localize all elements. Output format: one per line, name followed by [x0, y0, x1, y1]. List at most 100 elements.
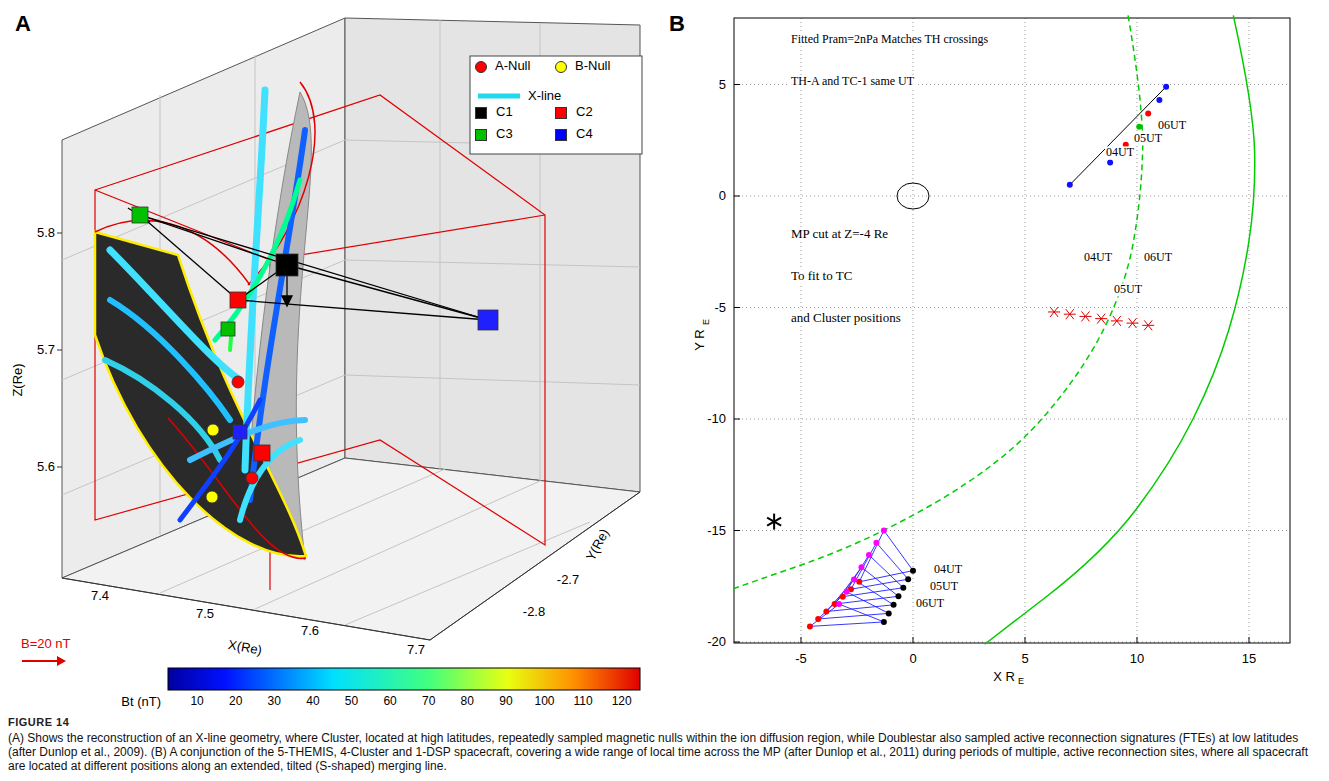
plot-mark [734, 419, 740, 420]
legend-text: B-Null [575, 59, 610, 73]
plot-label: 05UT [929, 580, 959, 593]
plot-mark [840, 594, 846, 600]
plot-mark [734, 419, 1290, 420]
plot-mark [1050, 307, 1058, 317]
plot-label: 04UT [933, 563, 963, 576]
plot-label: 7.6 [300, 624, 320, 638]
plot-label: -5 [713, 300, 727, 314]
plot-label: Y R [693, 328, 707, 351]
plot-mark [1081, 311, 1089, 321]
plot-mark [1070, 87, 1166, 185]
plot-label: E [702, 318, 712, 326]
cluster-tracks [807, 528, 916, 630]
plot-mark [801, 637, 802, 643]
earth [897, 183, 929, 209]
plot-label: TH-A and TC-1 same UT [790, 75, 915, 88]
plot-mark [1156, 97, 1162, 103]
plot-label: -10 [706, 412, 727, 426]
plot-label: X R [992, 670, 1016, 684]
plot-mark [1145, 110, 1151, 116]
plot-mark [1163, 84, 1169, 90]
plot-mark [734, 307, 740, 308]
plot-label: 06UT [1143, 251, 1173, 264]
plot-mark [734, 642, 1290, 643]
plot-mark [810, 604, 884, 626]
plot-label: 05UT [1113, 283, 1143, 296]
plot-label: 7.4 [90, 589, 110, 603]
plot-label: 05UT [1133, 132, 1163, 145]
plot-mark [801, 18, 802, 643]
plot-label: 60 [382, 695, 397, 708]
legend-frame [470, 56, 642, 154]
plot-label: 110 [573, 695, 594, 708]
legend-text: X-line [528, 89, 561, 103]
plot-label: -20 [706, 635, 727, 649]
plot-label: -5 [794, 652, 808, 666]
plot-label: -2.7 [556, 573, 580, 587]
legend-text: C3 [496, 127, 513, 141]
plot-label: MP cut at Z=-4 Re [790, 227, 889, 241]
legend-text: C4 [576, 127, 593, 141]
plot-label: 06UT [1157, 119, 1187, 132]
plot-mark [1050, 307, 1058, 317]
plot-mark [873, 540, 879, 546]
plot-label: A [14, 12, 32, 36]
plot-mark [1137, 18, 1138, 643]
plot-mark [1129, 318, 1137, 328]
plot-mark [1137, 637, 1138, 643]
legend-swatch [555, 61, 567, 73]
plot-mark [734, 84, 740, 85]
plot-label: 50 [344, 695, 359, 708]
current-sheet [95, 82, 315, 560]
figure-caption: (A) Shows the reconstruction of an X-lin… [8, 731, 1320, 773]
plot-mark [891, 602, 897, 608]
plot-mark [910, 568, 916, 574]
plot-mark [807, 623, 813, 629]
plot-mark [1113, 316, 1121, 326]
plot-mark [913, 18, 914, 643]
plot-mark [1249, 637, 1250, 643]
plot-label: 5.8 [36, 226, 56, 240]
plot-label: 04UT [1105, 146, 1135, 159]
plot-mark [1097, 314, 1105, 324]
plot-mark [851, 577, 857, 583]
plot-label: 5.6 [36, 460, 56, 474]
plot-mark [767, 518, 781, 526]
red-bounding-box [95, 95, 545, 590]
plot-label: B [668, 12, 686, 36]
legend-swatch [475, 61, 487, 73]
figure-title: FIGURE 14 [8, 716, 69, 728]
plot-label: and Cluster positions [790, 311, 902, 325]
plot-label: 15 [1241, 652, 1257, 666]
plot-label: 06UT [915, 597, 945, 610]
plot-mark [1144, 320, 1152, 330]
legend-swatch [475, 129, 487, 141]
legend-text: C1 [496, 105, 513, 119]
plot-mark [1107, 160, 1113, 166]
legend-swatch [555, 107, 567, 119]
plot-mark [858, 564, 864, 570]
plot-mark [1066, 309, 1074, 319]
plot-mark [1067, 182, 1073, 188]
plot-frame [734, 18, 1290, 643]
plot-mark [1113, 316, 1121, 326]
plot-label: 90 [498, 695, 513, 708]
plot-label: 70 [421, 695, 436, 708]
plot-mark [859, 531, 913, 582]
plot-mark [823, 609, 829, 615]
plot-mark [913, 637, 914, 643]
plot-mark [1144, 320, 1152, 330]
plot-mark [844, 589, 850, 595]
plot-mark [900, 585, 906, 591]
themis-track [1067, 84, 1169, 188]
plot-mark [1025, 18, 1026, 643]
plot-mark [886, 610, 892, 616]
plot-label: 100 [533, 695, 555, 708]
plot-mark [1136, 124, 1142, 130]
star-symbol [767, 514, 781, 530]
plot-mark [835, 567, 899, 604]
plot-label: 5.7 [36, 343, 56, 357]
plot-mark [815, 616, 821, 622]
tc1-track [1048, 307, 1154, 330]
plot-label: To fit to TC [790, 269, 853, 283]
